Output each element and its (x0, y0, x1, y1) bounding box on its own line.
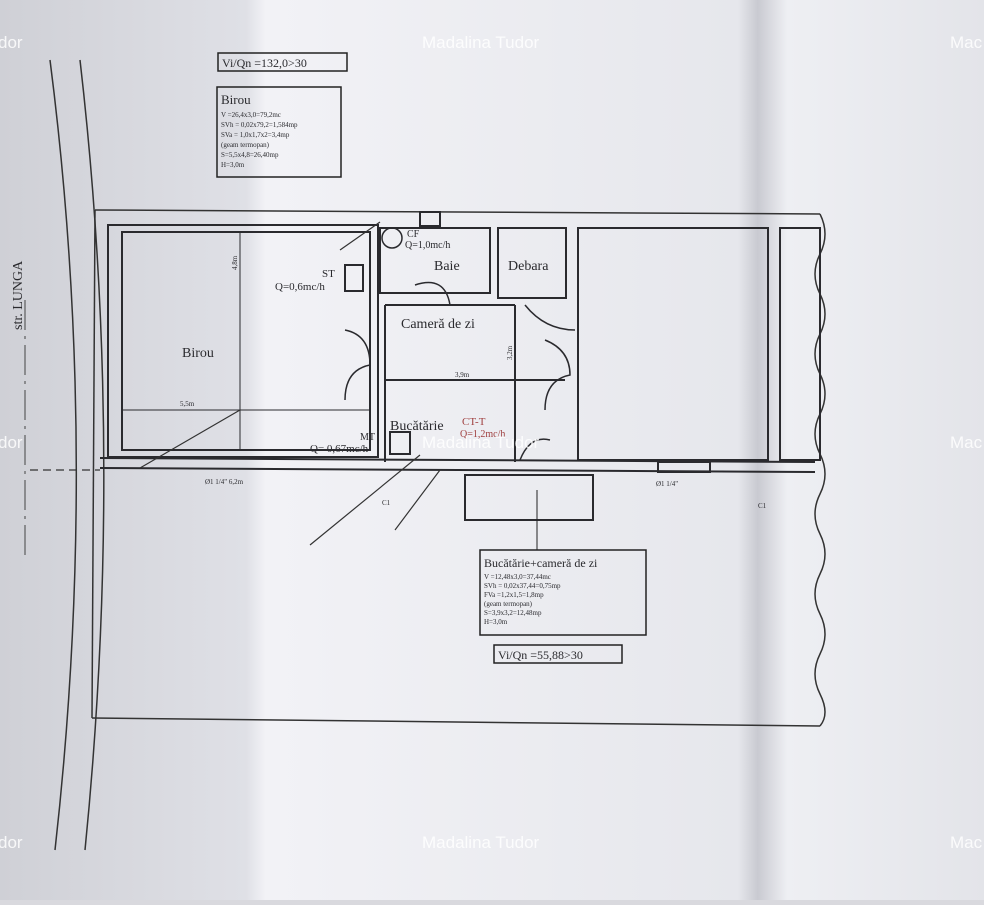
appliance-mt-name: MT (360, 432, 375, 443)
room-label-bucatarie: Bucătărie (390, 419, 444, 434)
kitchen-box-line: H=3,0m (484, 618, 508, 626)
street-edge (79, 59, 105, 851)
watermark: dor (0, 833, 23, 852)
kitchen-box-line: S=3,9x3,2=12,48mp (484, 609, 542, 617)
birou-ratio: Vi/Qn =132,0>30 (222, 56, 307, 70)
valve-label-c1: C1 (382, 499, 391, 507)
birou-box-line: SVh = 0,02x79,2=1,584mp (221, 121, 298, 129)
kitchen-box-line: V =12,48x3,0=37,44mc (484, 573, 551, 581)
kitchen-box-line: SVh = 0,02x37,44=0,75mp (484, 582, 561, 590)
kitchen-info-box: Bucătărie+cameră de zi V =12,48x3,0=37,4… (479, 490, 647, 664)
watermark: Madalina Tudor (422, 433, 540, 452)
watermark: dor (0, 33, 23, 52)
dimension-birou-width: 5,5m (180, 400, 195, 408)
kitchen-box-title: Bucătărie+cameră de zi (484, 556, 598, 570)
room-label-debara: Debara (508, 259, 549, 274)
appliance-st-name: ST (322, 268, 335, 280)
street-label: str. LUNGA (11, 260, 26, 330)
lot-outline (91, 209, 826, 727)
birou-box-line: (geam termopan) (221, 141, 270, 149)
watermark: Madalina Tudor (422, 33, 540, 52)
watermark: dor (0, 433, 23, 452)
birou-box-line: H=3,0m (221, 161, 245, 169)
dimension-kitchen-height: 3,2m (506, 345, 514, 360)
kitchen-ratio: Vi/Qn =55,88>30 (498, 648, 583, 662)
watermark: Mac (950, 33, 983, 52)
birou-box-line: SVa = 1,0x1,7x2=3,4mp (221, 131, 290, 139)
birou-box-title: Birou (221, 92, 251, 107)
kitchen-box-line: FVa =1,2x1,5=1,8mp (484, 591, 544, 599)
watermark: Mac (950, 433, 983, 452)
appliance-ctt-name: CT-T (462, 416, 486, 428)
gas-pipes (30, 221, 441, 546)
room-label-camera-de-zi: Cameră de zi (401, 317, 475, 332)
appliance-cf-flow: Q=1,0mc/h (405, 240, 450, 251)
dimension-kitchen-width: 3,9m (455, 371, 470, 379)
appliance-cf-name: CF (407, 229, 420, 240)
birou-box-line: S=5,5x4,8=26,40mp (221, 151, 279, 159)
birou-box-line: V =26,4x3,0=79,2mc (221, 111, 281, 119)
watermark: Mac (950, 833, 983, 852)
birou-info-box: Vi/Qn =132,0>30 Birou V =26,4x3,0=79,2mc… (216, 52, 348, 178)
pipe-label-right: Ø1 1/4" (656, 480, 678, 488)
pipe-label-main: Ø1 1/4" 6,2m (205, 478, 244, 486)
kitchen-box-line: (geam termopan) (484, 600, 533, 608)
building-walls (99, 211, 821, 521)
room-label-baie: Baie (434, 259, 460, 274)
watermark: Madalina Tudor (422, 833, 540, 852)
valve-label-c1-right: C1 (758, 502, 767, 510)
dimension-birou-height: 4,8m (231, 255, 239, 270)
street-edge (49, 59, 78, 851)
appliance-ctt-flow: Q=1,2mc/h (460, 429, 505, 440)
appliance-mt-flow: Q= 0,67mc/h (310, 443, 369, 455)
door-swings (344, 227, 576, 461)
appliance-st-flow: Q=0,6mc/h (275, 281, 325, 293)
room-label-birou: Birou (182, 346, 214, 361)
